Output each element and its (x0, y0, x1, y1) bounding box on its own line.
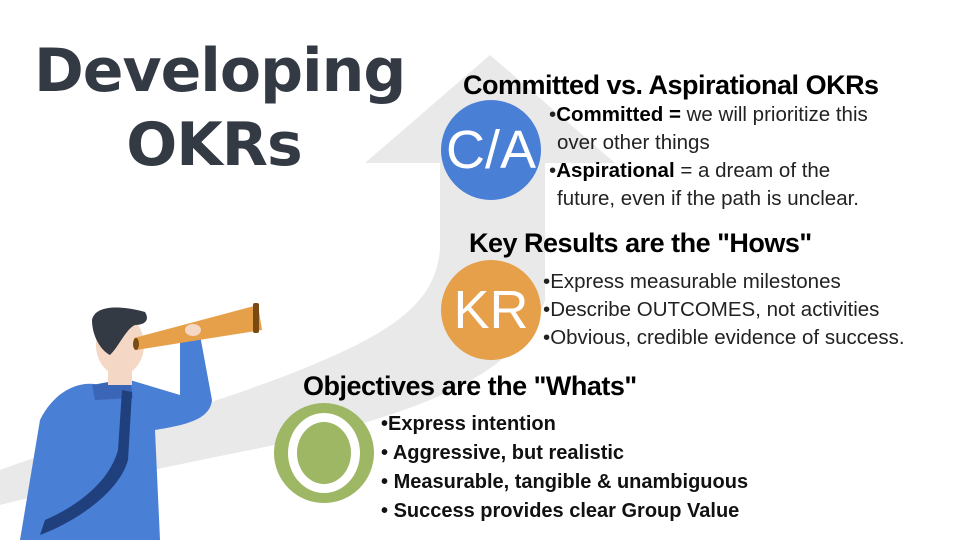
objectives-heading: Objectives are the "Whats" (303, 371, 637, 401)
list-item: •Obvious, credible evidence of success. (543, 326, 905, 349)
list-item: • Measurable, tangible & unambiguous (381, 471, 749, 493)
list-item: •Describe OUTCOMES, not activities (543, 298, 880, 321)
list-item: • Success provides clear Group Value (381, 500, 740, 522)
list-item: •Express measurable milestones (543, 270, 841, 293)
page-title: Developing OKRs (34, 34, 406, 182)
list-item-continuation: over other things (557, 131, 710, 154)
objectives-badge: O (274, 403, 374, 503)
title-line-2: OKRs (126, 110, 302, 180)
letter-o-glyph (288, 413, 360, 493)
list-item: •Aspirational = a dream of the (549, 159, 831, 182)
objectives-bullets: •Express intention • Aggressive, but rea… (381, 410, 748, 526)
badge-label: C/A (445, 120, 537, 180)
list-item: •Committed = we will prioritize this (549, 103, 868, 126)
list-item: • Aggressive, but realistic (381, 442, 625, 464)
key-results-bullets: •Express measurable milestones •Describe… (543, 268, 905, 352)
title-line-1: Developing (34, 36, 406, 106)
committed-bullets: •Committed = we will prioritize this ove… (549, 101, 868, 213)
man-with-telescope-icon (20, 303, 262, 540)
committed-aspirational-badge: C/A (441, 100, 541, 200)
key-results-heading: Key Results are the "Hows" (469, 228, 812, 258)
badge-label: KR (453, 280, 529, 340)
list-item: •Express intention (381, 413, 556, 435)
list-item-continuation: future, even if the path is unclear. (557, 187, 859, 210)
key-results-badge: KR (441, 260, 541, 360)
committed-heading: Committed vs. Aspirational OKRs (463, 70, 879, 100)
